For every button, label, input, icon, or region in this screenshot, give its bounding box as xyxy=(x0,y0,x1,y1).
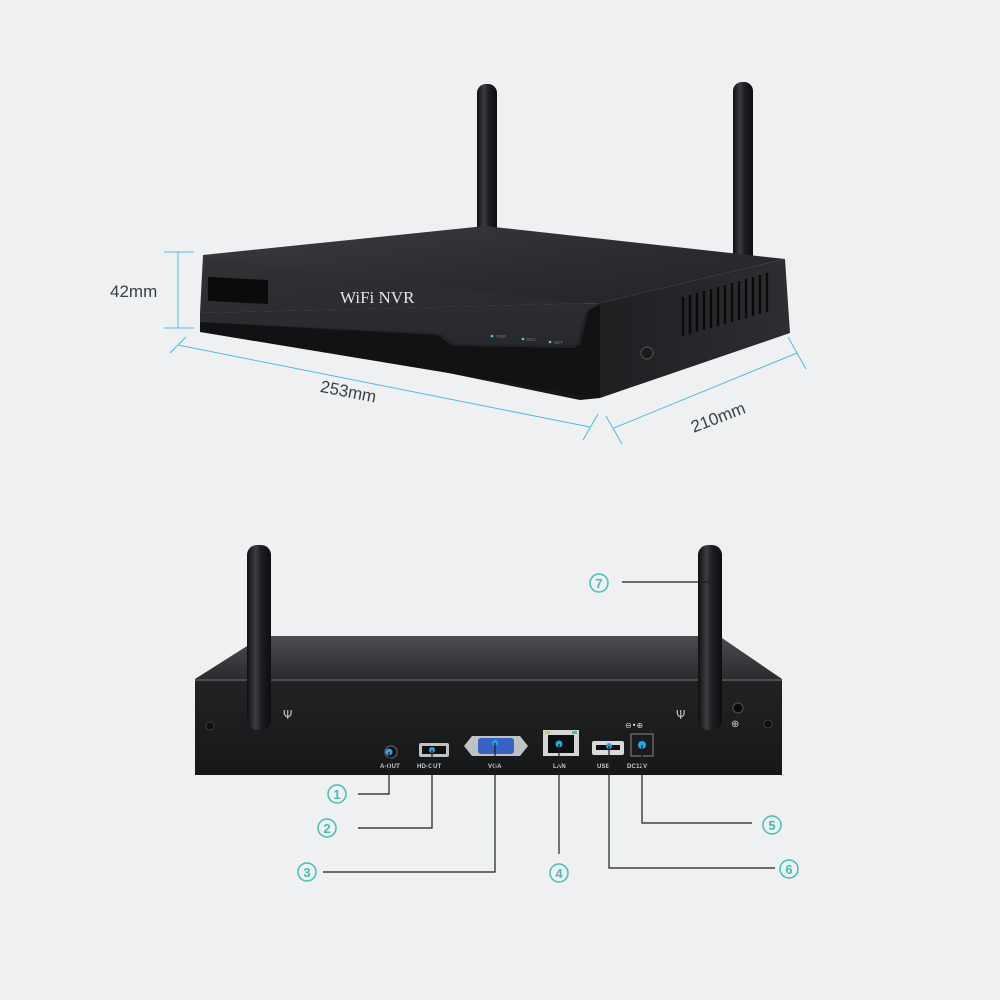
svg-text:4: 4 xyxy=(555,866,563,881)
antenna-symbol-left: Ψ xyxy=(283,708,292,722)
callout-5: 5 xyxy=(762,815,782,835)
antenna-right xyxy=(733,82,753,268)
device-front-bezel xyxy=(200,304,600,398)
svg-text:A-OUT: A-OUT xyxy=(380,764,400,770)
svg-text:7: 7 xyxy=(595,576,602,591)
svg-text:HD-OUT: HD-OUT xyxy=(417,764,442,770)
height-dimension-label: 42mm xyxy=(110,282,157,301)
svg-text:2: 2 xyxy=(323,821,330,836)
svg-text:REC: REC xyxy=(527,337,537,342)
callout-1: 1 xyxy=(327,784,347,804)
svg-text:3: 3 xyxy=(303,865,310,880)
front-panel-face xyxy=(200,258,590,345)
width-dimension-label: 253mm xyxy=(319,377,378,406)
rear-panel xyxy=(195,679,782,775)
callout-3: 3 xyxy=(297,862,317,882)
svg-text:PWR: PWR xyxy=(496,334,507,339)
side-knob xyxy=(640,346,654,360)
callout-2: 2 xyxy=(317,818,337,838)
side-vents xyxy=(681,273,769,336)
callout-7: 7 xyxy=(589,573,609,593)
svg-text:6: 6 xyxy=(785,862,792,877)
callout-4: 4 xyxy=(549,863,569,883)
port-usb: USB xyxy=(592,741,624,770)
screw-left xyxy=(205,721,215,731)
callout-6: 6 xyxy=(779,859,799,879)
callout-leaders xyxy=(323,581,775,873)
depth-dimension-label: 210mm xyxy=(688,399,748,437)
dimension-lines xyxy=(164,251,807,445)
screw-right xyxy=(763,719,773,729)
svg-text:DC12V: DC12V xyxy=(627,764,647,770)
front-window xyxy=(208,276,268,305)
rear-view-device: Ψ Ψ ⊕ A-OUT HD-OUT VGA LAN xyxy=(195,545,782,775)
svg-text:5: 5 xyxy=(768,818,775,833)
svg-text:1: 1 xyxy=(333,787,340,802)
svg-text:⊖•⊕: ⊖•⊕ xyxy=(625,721,643,730)
antenna-symbol-right: Ψ xyxy=(676,708,685,722)
top-view-device: WiFi NVR PWR REC NET xyxy=(200,82,790,400)
svg-text:USB: USB xyxy=(597,764,611,770)
svg-text:NET: NET xyxy=(554,340,563,345)
device-side xyxy=(600,259,790,398)
reset-hole xyxy=(732,702,744,714)
status-leds: PWR REC NET xyxy=(490,334,563,345)
brand-text: WiFi NVR xyxy=(340,288,415,307)
rear-top-surface xyxy=(195,636,782,679)
antenna-left xyxy=(477,84,497,256)
ground-symbol: ⊕ xyxy=(731,719,739,730)
